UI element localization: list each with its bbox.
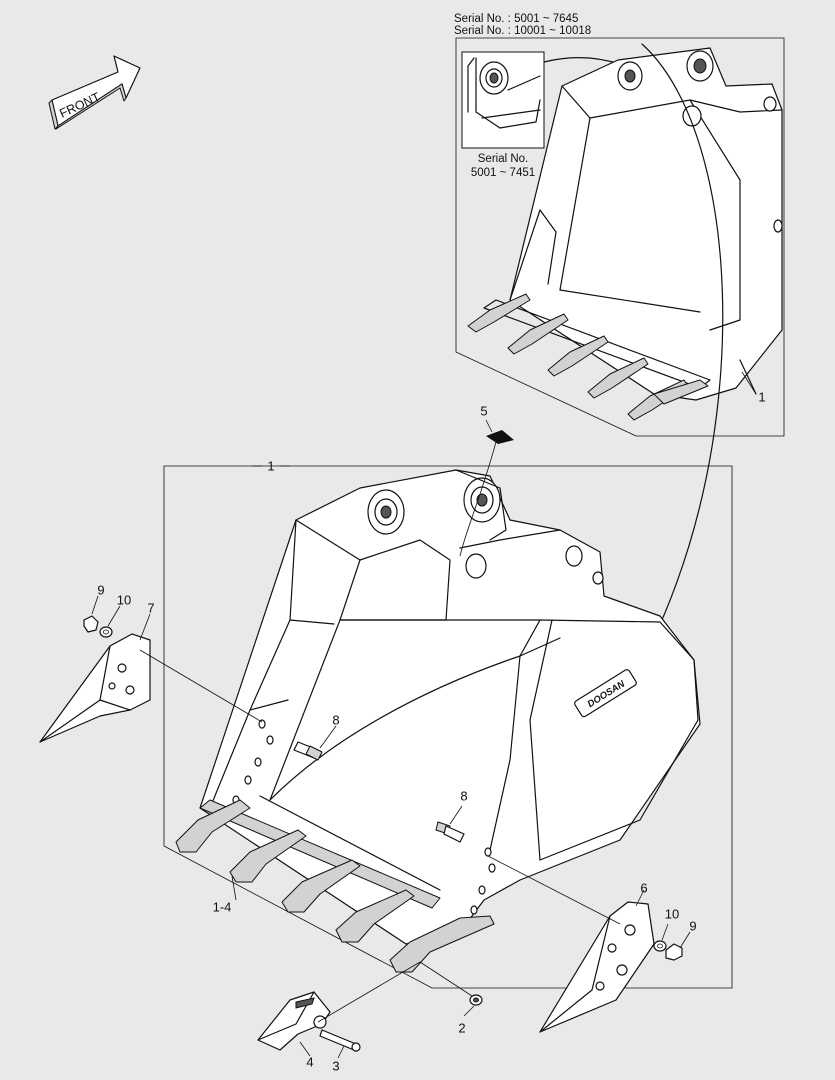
part-8-bolt-lower (435, 821, 465, 843)
callout-2: 2 (458, 1020, 466, 1036)
callout-5: 5 (480, 403, 488, 419)
part-9-nut-right (665, 943, 683, 961)
inset-panel (455, 37, 785, 437)
main-teeth (175, 799, 495, 973)
side-pin-holes-left (232, 719, 274, 805)
callout-4: 4 (306, 1054, 314, 1070)
inset-bucket (467, 47, 783, 421)
callout-8-lower: 8 (460, 788, 468, 804)
callout-1-4: 1-4 (212, 899, 232, 915)
part-7-side-cutter-left (39, 633, 151, 743)
part-4-tooth-point (257, 991, 331, 1051)
callout-7: 7 (147, 600, 155, 616)
callout-6: 6 (640, 880, 648, 896)
callout-1: 1 (267, 458, 275, 474)
callout-9-right: 9 (689, 918, 697, 934)
main-bucket: DOOSAN (175, 469, 701, 973)
callout-8-upper: 8 (332, 712, 340, 728)
front-arrow-icon: FRONT (48, 55, 141, 130)
part-2-lock-washer (469, 994, 483, 1006)
part-3-pin (319, 1029, 361, 1052)
callout-3: 3 (332, 1058, 340, 1074)
serial-number-line-1: Serial No. : 5001 ~ 7645 (454, 13, 579, 25)
part-10-washer-left (99, 626, 113, 638)
serial-number-line-2: Serial No. : 10001 ~ 10018 (454, 25, 592, 37)
inset-caption-line-1: Serial No. (477, 153, 529, 165)
part-10-washer-right (653, 940, 667, 952)
callout-10-right: 10 (664, 906, 680, 922)
part-9-nut-left (83, 615, 99, 633)
callout-9-left: 9 (97, 582, 105, 598)
callout-10-left: 10 (116, 592, 132, 608)
part-6-side-cutter-right (539, 901, 655, 1033)
inset-caption-line-2: 5001 ~ 7451 (470, 167, 536, 179)
part-8-bolt-upper (293, 741, 323, 761)
inset-detail-drawing (467, 57, 541, 129)
part-5-plate (486, 430, 514, 444)
callout-inset-1: 1 (758, 389, 766, 405)
